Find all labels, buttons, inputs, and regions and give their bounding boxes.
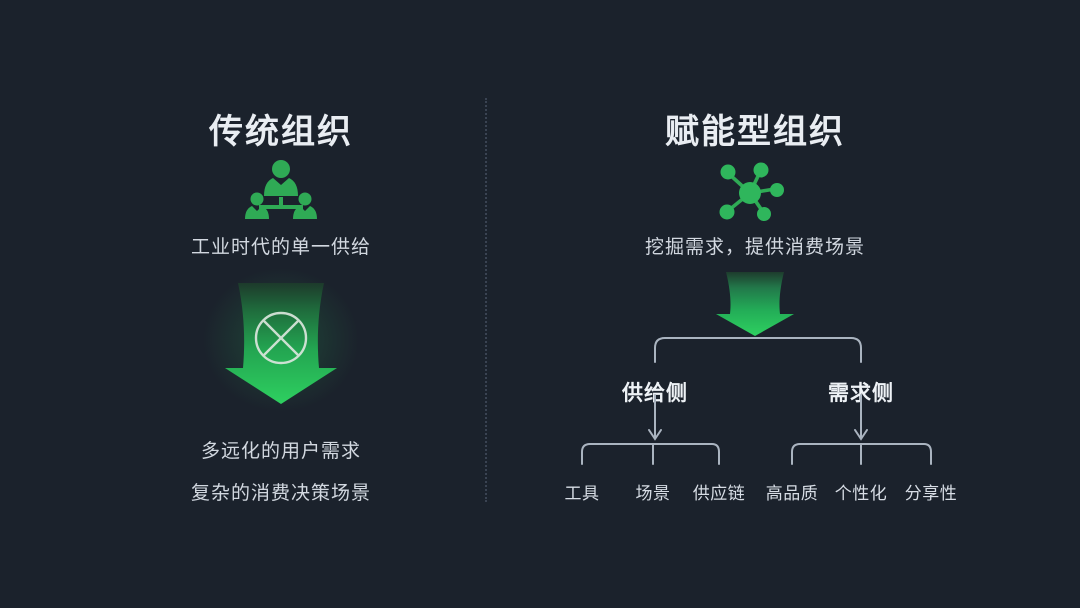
network-nodes-icon [719,162,784,221]
leaf-label-demand-2: 个性化 [834,484,888,503]
right-panel-subtitle: 挖掘需求，提供消费场景 [644,237,866,258]
left-outcome-2: 复杂的消费决策场景 [190,483,372,504]
left-panel-title: 传统组织 [209,113,353,151]
down-arrow-blocked-icon [225,283,337,404]
leaf-label-demand-3: 分享性 [904,484,958,503]
leaf-label-supply-3: 供应链 [692,484,746,503]
org-chart-icon [245,160,317,219]
left-outcome-1: 多远化的用户需求 [200,441,362,462]
down-arrow-icon [716,272,794,336]
branch-label-demand: 需求侧 [828,382,894,405]
panel-divider [485,98,487,502]
leaf-label-demand-1: 高品质 [765,484,819,503]
left-arrow-glow [203,268,359,412]
leaf-label-supply-1: 工具 [564,484,600,503]
left-panel-subtitle: 工业时代的单一供给 [190,237,372,258]
circle-x-icon [254,311,308,365]
right-panel-title: 赋能型组织 [665,113,845,151]
branch-label-supply: 供给侧 [622,382,688,405]
leaf-label-supply-2: 场景 [635,484,671,503]
